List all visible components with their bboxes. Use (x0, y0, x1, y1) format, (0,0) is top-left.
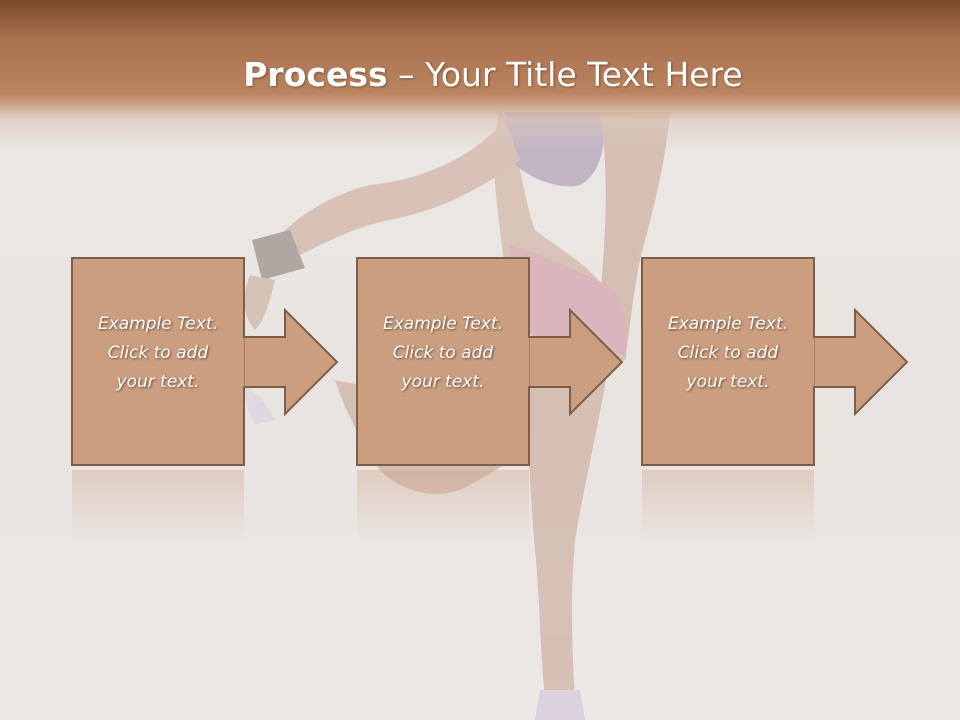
title-band (0, 0, 960, 150)
process-step-3-shape[interactable] (641, 257, 909, 466)
step-2-text[interactable]: Example Text. Click to add your text. (382, 314, 504, 392)
step-1-text[interactable]: Example Text. Click to add your text. (97, 314, 219, 392)
arrow-right-icon (235, 307, 339, 417)
step-box (71, 257, 245, 466)
process-step-1-shape[interactable] (71, 257, 339, 466)
step-box (641, 257, 815, 466)
process-reflections (72, 470, 814, 540)
step-3-text[interactable]: Example Text. Click to add your text. (667, 314, 789, 392)
step-box (356, 257, 530, 466)
title-bold-part: Process (243, 55, 388, 94)
process-step-2-shape[interactable] (356, 257, 624, 466)
arrow-right-icon (520, 307, 624, 417)
title-rest-part: – Your Title Text Here (387, 55, 743, 94)
slide-title[interactable]: Process – Your Title Text Here (0, 52, 960, 98)
arrow-right-icon (805, 307, 909, 417)
